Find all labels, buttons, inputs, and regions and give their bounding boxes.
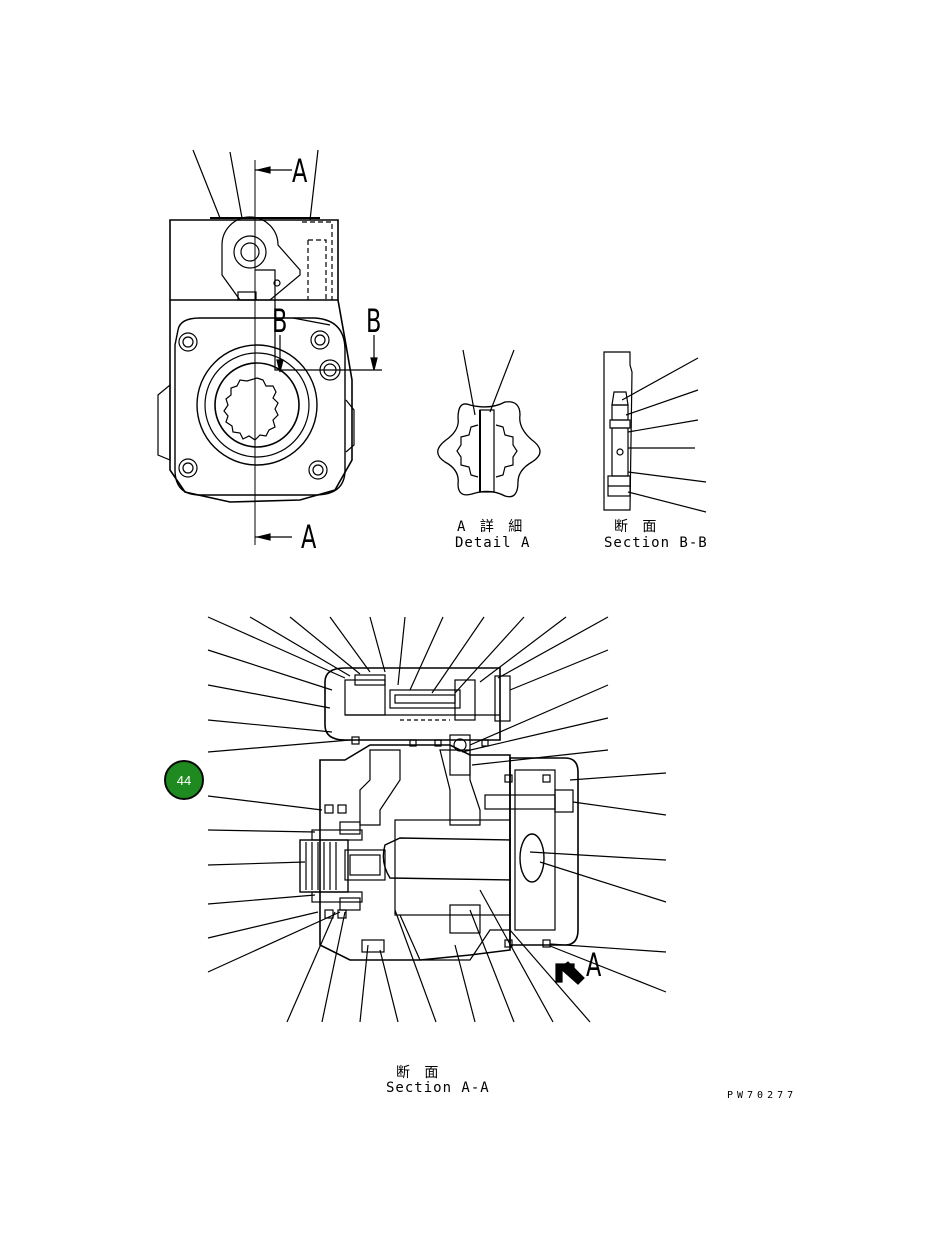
section-aa-view <box>207 616 667 1023</box>
detail-a-caption-en: Detail A <box>455 535 531 551</box>
section-bb-caption-jp: 断 面 <box>614 519 660 535</box>
section-a-bottom-marker: A <box>301 518 317 556</box>
section-aa-caption-en: Section A-A <box>386 1080 490 1096</box>
front-view <box>157 149 382 545</box>
section-b-right-marker: B <box>366 302 382 340</box>
drawing-code: PW70277 <box>727 1090 798 1101</box>
section-aa-caption-jp: 断 面 <box>396 1065 442 1081</box>
detail-a-view <box>437 349 541 498</box>
section-bb-caption-en: Section B-B <box>604 535 708 551</box>
view-a-arrow-label: A <box>586 946 602 984</box>
section-bb-view <box>603 351 707 513</box>
section-b-left-marker: B <box>272 302 288 340</box>
callout-badge[interactable]: 44 <box>164 760 204 800</box>
section-a-top-marker: A <box>292 152 308 190</box>
detail-a-caption-jp: A 詳 細 <box>457 519 526 535</box>
